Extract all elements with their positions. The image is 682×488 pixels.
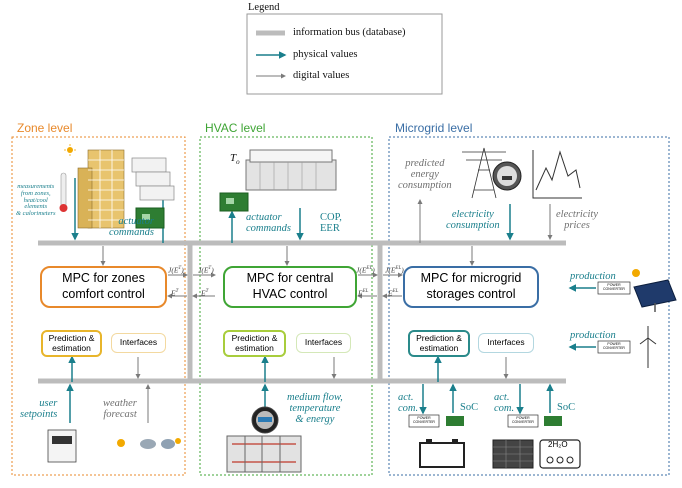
mg-j-in-label: J(EEL) (385, 265, 404, 275)
hvac-cop-text: COP, EER (320, 212, 342, 235)
hvac-medium-text: medium flow, temperature & energy (287, 392, 343, 426)
hvac-e-in-label: EEL (358, 288, 369, 298)
mg-interfaces-box: Interfaces (478, 333, 534, 353)
mg-act-text-1: act. com. (398, 392, 419, 415)
zone-mpc-box: MPC for zones comfort control (40, 266, 167, 308)
mg-soc-text-1: SoC (460, 402, 479, 413)
chiller-icon (245, 149, 337, 191)
zone-prediction-box: Prediction & estimation (41, 330, 102, 357)
zone-setpoints-text: user setpoints (20, 398, 58, 421)
zone-measurements-text: measurements from zones, heat/cool eleme… (16, 183, 56, 218)
mg-consumption-text: electricity consumption (446, 209, 500, 232)
hvac-actuator-text: actuator commands (246, 212, 291, 235)
electrolyzer-icon (539, 439, 581, 469)
zone-weather-text: weather forecast (103, 398, 137, 421)
plant-room-icon (226, 435, 302, 473)
legend-bus-label: information bus (database) (293, 27, 406, 38)
price-chart-icon (532, 150, 582, 199)
mg-prediction-box: Prediction & estimation (408, 330, 470, 357)
hvac-e-out-label: ET (201, 288, 209, 298)
battery-icon (419, 439, 465, 468)
radiator-icon (131, 157, 175, 201)
hvac-j-out-label: J(EEL) (356, 265, 375, 275)
electrolyzer-label: 2H₂O (548, 440, 568, 449)
legend-digital-label: digital values (293, 70, 350, 81)
legend-physical-label: physical values (293, 49, 358, 60)
mg-predicted-text: predicted energy consumption (398, 158, 452, 192)
mg-soc-text-2: SoC (557, 402, 576, 413)
mg-production-text-2: production (570, 330, 616, 341)
mg-act-text-2: act. com. (494, 392, 515, 415)
building-icon (77, 149, 125, 229)
hvac-frame (199, 136, 373, 476)
microgrid-frame (388, 136, 670, 476)
power-converter-label-2: POWER CONVERTER (603, 342, 625, 350)
zone-e-label: ET (171, 288, 179, 298)
microgrid-level-title: Microgrid level (395, 121, 473, 135)
zone-level-title: Zone level (17, 121, 73, 135)
wind-turbine-icon (639, 326, 657, 368)
information-bus (38, 240, 566, 384)
power-converter-icon-4 (507, 414, 539, 428)
solar-panel-icon (632, 269, 677, 312)
meter-icon (492, 161, 522, 191)
thermostat-icon (47, 429, 77, 463)
mg-e-out-label: EEL (388, 288, 399, 298)
zone-actuator-text: actuator commands (109, 216, 154, 239)
hvac-j-in-label: J(ET) (198, 265, 214, 275)
power-converter-label-1: POWER CONVERTER (603, 283, 625, 291)
sun-icon (64, 144, 76, 156)
legend-title: Legend (248, 2, 280, 13)
hvac-prediction-box: Prediction & estimation (223, 330, 286, 357)
power-converter-label-4: POWER CONVERTER (512, 416, 534, 424)
mg-prices-text: electricity prices (556, 209, 598, 232)
heat-meter-icon (251, 406, 279, 434)
hvac-interfaces-box: Interfaces (296, 333, 351, 353)
hvac-level-title: HVAC level (205, 121, 266, 135)
hvac-mpc-box: MPC for central HVAC control (223, 266, 357, 308)
circuit-board-icon (135, 207, 165, 229)
power-converter-icon-2 (597, 340, 631, 354)
mg-board-icon-2 (544, 416, 562, 426)
weather-icons (117, 438, 181, 449)
hvac-t0-label: To (230, 152, 240, 167)
power-tower-icon (462, 147, 506, 199)
zone-interfaces-box: Interfaces (111, 333, 166, 353)
power-converter-label-3: POWER CONVERTER (413, 416, 435, 424)
battery-rack-icon (492, 439, 534, 469)
hvac-circuit-board-icon (219, 192, 249, 212)
mg-board-icon-1 (446, 416, 464, 426)
power-converter-icon-3 (408, 414, 440, 428)
zone-j-label: J(ET) (168, 265, 184, 275)
thermometer-icon (59, 172, 68, 212)
power-converter-icon-1 (597, 281, 631, 295)
zone-frame (11, 136, 186, 476)
mg-mpc-box: MPC for microgrid storages control (403, 266, 539, 308)
mg-production-text-1: production (570, 271, 616, 282)
